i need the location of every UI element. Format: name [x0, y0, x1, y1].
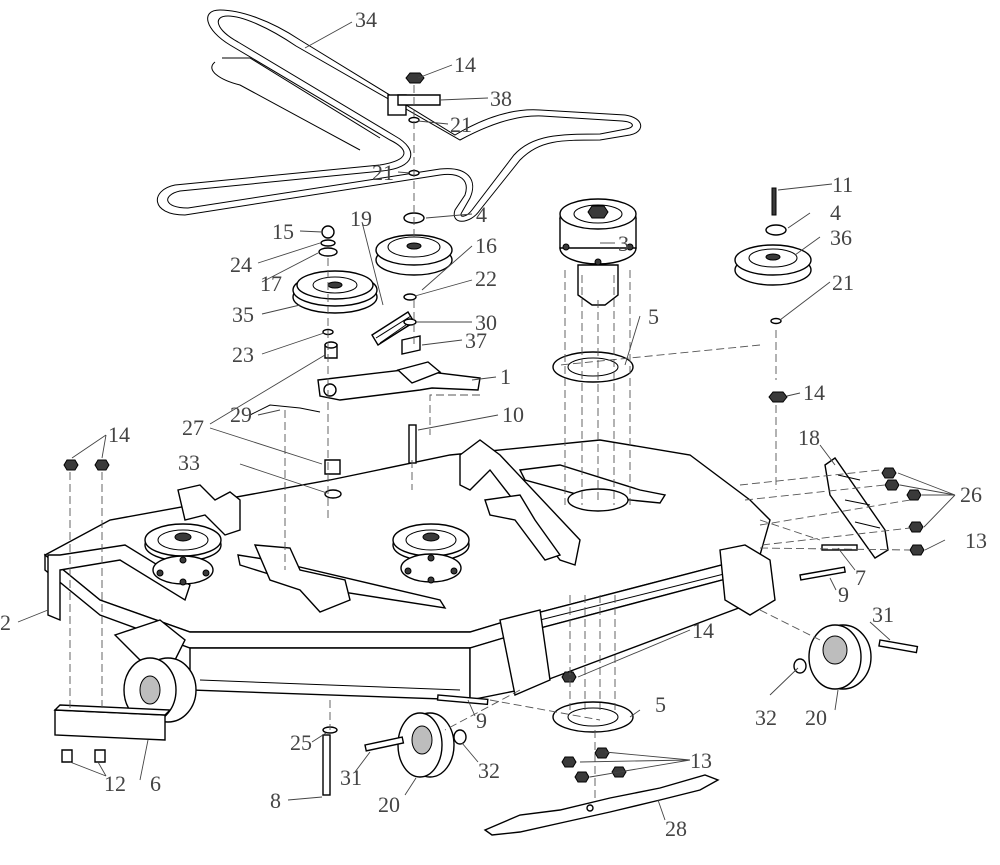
- callout-1: 1: [500, 364, 511, 389]
- callout-3: 3: [618, 231, 629, 256]
- bolts: [322, 544, 858, 796]
- callout-9-left: 9: [476, 708, 487, 733]
- callout-24: 24: [230, 252, 252, 277]
- callout-32-left: 32: [478, 758, 500, 783]
- leader-lines: [17, 21, 956, 821]
- callout-23: 23: [232, 342, 254, 367]
- callout-5-lower: 5: [655, 692, 666, 717]
- callout-10: 10: [502, 402, 524, 427]
- callout-4-right: 4: [830, 200, 841, 225]
- callout-11: 11: [832, 172, 853, 197]
- callout-20-right: 20: [805, 705, 827, 730]
- idler-pulley-right: [734, 244, 812, 286]
- callout-5-upper: 5: [648, 304, 659, 329]
- callout-18: 18: [798, 425, 820, 450]
- hardware: [63, 72, 788, 499]
- alignment-lines: [69, 85, 911, 800]
- callout-14-right: 14: [803, 380, 825, 405]
- drive-belt: [157, 9, 642, 222]
- deck-brackets: [47, 439, 776, 696]
- callout-14-left: 14: [108, 422, 130, 447]
- callout-31-right: 31: [872, 602, 894, 627]
- callout-7: 7: [855, 565, 866, 590]
- callout-4-left: 4: [476, 202, 487, 227]
- callout-13-right: 13: [965, 528, 987, 553]
- callout-21-upper: 21: [450, 112, 472, 137]
- callout-29: 29: [230, 402, 252, 427]
- callout-8: 8: [270, 788, 281, 813]
- side-bracket: [824, 457, 889, 559]
- callout-28: 28: [665, 816, 687, 841]
- spindle-assembly: [559, 198, 637, 306]
- front-caster-wheel: [113, 619, 197, 723]
- callout-9-right: 9: [838, 582, 849, 607]
- callout-32-right: 32: [755, 705, 777, 730]
- idler-pulley-large: [292, 270, 378, 314]
- callout-12: 12: [104, 771, 126, 796]
- callout-26: 26: [960, 482, 982, 507]
- callout-30: 30: [475, 310, 497, 335]
- callout-34: 34: [355, 7, 377, 32]
- callout-16: 16: [475, 233, 497, 258]
- deck-spindle-left: [144, 523, 222, 586]
- callout-13-lower: 13: [690, 748, 712, 773]
- callout-33: 33: [178, 450, 200, 475]
- callout-labels: 34 14 38 21 21 4 15 19 16 24 17 22 35 30…: [0, 7, 987, 841]
- callout-14-deck: 14: [692, 618, 714, 643]
- callout-20-left: 20: [378, 792, 400, 817]
- callout-14-top: 14: [454, 52, 476, 77]
- callout-25: 25: [290, 730, 312, 755]
- callout-22: 22: [475, 266, 497, 291]
- callout-27: 27: [182, 415, 204, 440]
- idler-pulley-flat: [375, 234, 453, 276]
- callout-37: 37: [465, 328, 487, 353]
- idler-arm: [317, 361, 481, 401]
- callout-15: 15: [272, 219, 294, 244]
- callout-36: 36: [830, 225, 852, 250]
- rear-guard: [53, 704, 172, 763]
- callout-21-belt: 21: [372, 160, 394, 185]
- deck-spindle-center: [392, 523, 470, 584]
- callout-2: 2: [0, 610, 11, 635]
- rear-wheel-left: [364, 712, 467, 778]
- callout-19: 19: [350, 206, 372, 231]
- callout-38: 38: [490, 86, 512, 111]
- side-fasteners: [561, 467, 925, 783]
- callout-6: 6: [150, 771, 161, 796]
- callout-21-right: 21: [832, 270, 854, 295]
- callout-17: 17: [260, 271, 282, 296]
- callout-31-left: 31: [340, 765, 362, 790]
- mower-blade: [483, 774, 720, 836]
- callout-35: 35: [232, 302, 254, 327]
- rear-wheel-right: [793, 624, 919, 690]
